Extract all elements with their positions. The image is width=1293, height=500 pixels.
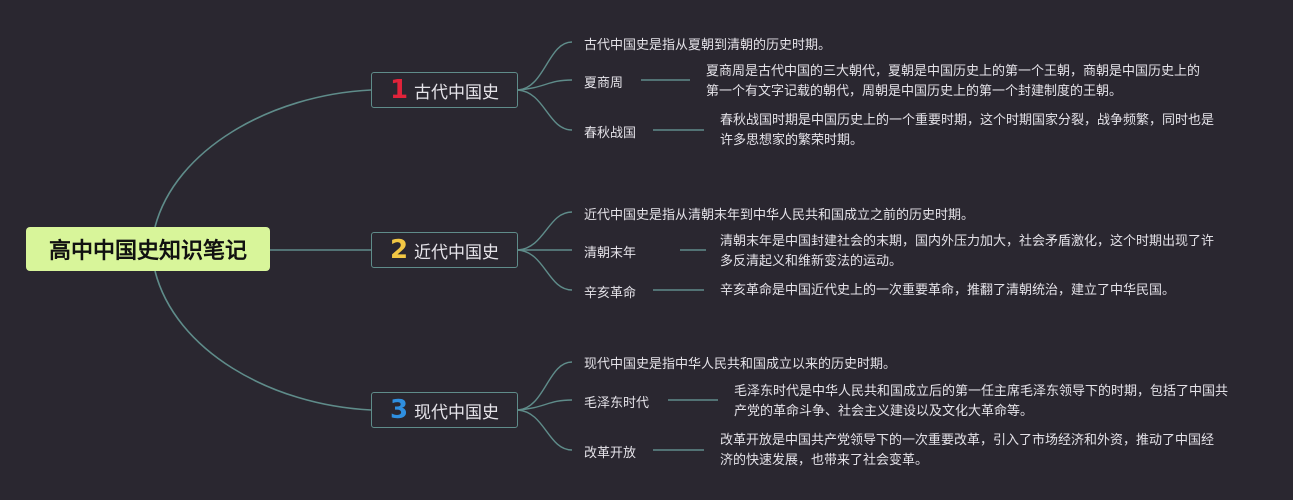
- branch-3-intro[interactable]: 现代中国史是指中华人民共和国成立以来的历史时期。: [584, 357, 897, 372]
- branch-3-intro-line: [517, 361, 573, 411]
- root-to-branch-3-line: [154, 270, 372, 411]
- branch-3-child-2-line: [517, 409, 573, 451]
- branch-modern-history[interactable]: 2 近代中国史: [371, 232, 518, 268]
- branch-2-number: 2: [389, 235, 409, 265]
- root-topic[interactable]: 高中中国史知识笔记: [26, 227, 270, 271]
- branch-1-child-2-label[interactable]: 春秋战国: [584, 126, 637, 141]
- branch-3-label: 现代中国史: [414, 402, 500, 423]
- branch-1-number: 1: [389, 75, 409, 105]
- branch-1-child-1-line: [517, 79, 573, 91]
- branch-1-child-1-label[interactable]: 夏商周: [584, 76, 624, 91]
- branch-2-intro-line: [517, 211, 573, 251]
- branch-1-child-2-desc[interactable]: 春秋战国时期是中国历史上的一个重要时期，这个时期国家分裂，战争频繁，同时也是许多…: [720, 113, 1215, 148]
- root-topic-label: 高中中国史知识笔记: [48, 239, 247, 264]
- branch-2-label: 近代中国史: [414, 242, 500, 263]
- branch-3-child-1-desc[interactable]: 毛泽东时代是中华人民共和国成立后的第一任主席毛泽东领导下的时期，包括了中国共产党…: [734, 384, 1229, 419]
- branch-2-child-1-label[interactable]: 清朝末年: [584, 246, 637, 261]
- branch-2-child-2-label[interactable]: 辛亥革命: [584, 286, 637, 301]
- branch-contemporary-history[interactable]: 3 现代中国史: [371, 392, 518, 428]
- branch-3-child-1-label[interactable]: 毛泽东时代: [584, 396, 650, 411]
- branch-3-number: 3: [389, 395, 409, 425]
- branch-1-intro[interactable]: 古代中国史是指从夏朝到清朝的历史时期。: [584, 38, 832, 53]
- branch-3-child-2-desc[interactable]: 改革开放是中国共产党领导下的一次重要改革，引入了市场经济和外资，推动了中国经济的…: [720, 433, 1215, 468]
- branch-2-child-2-line: [517, 249, 573, 291]
- branch-2-intro[interactable]: 近代中国史是指从清朝末年到中华人民共和国成立之前的历史时期。: [584, 208, 975, 223]
- branch-3-child-2-label[interactable]: 改革开放: [584, 446, 637, 461]
- branch-1-label: 古代中国史: [414, 82, 500, 103]
- root-to-branch-1-line: [154, 89, 372, 228]
- branch-3-child-1-line: [517, 399, 573, 411]
- branch-1-child-2-line: [517, 89, 573, 131]
- branch-ancient-history[interactable]: 1 古代中国史: [371, 72, 518, 108]
- branch-2-child-2-desc[interactable]: 辛亥革命是中国近代史上的一次重要革命，推翻了清朝统治，建立了中华民国。: [720, 283, 1176, 298]
- branch-1-intro-line: [517, 41, 573, 91]
- branch-2-child-1-desc[interactable]: 清朝末年是中国封建社会的末期，国内外压力加大，社会矛盾激化，这个时期出现了许多反…: [720, 234, 1215, 269]
- branch-1-child-1-desc[interactable]: 夏商周是古代中国的三大朝代，夏朝是中国历史上的第一个王朝，商朝是中国历史上的第一…: [706, 64, 1201, 99]
